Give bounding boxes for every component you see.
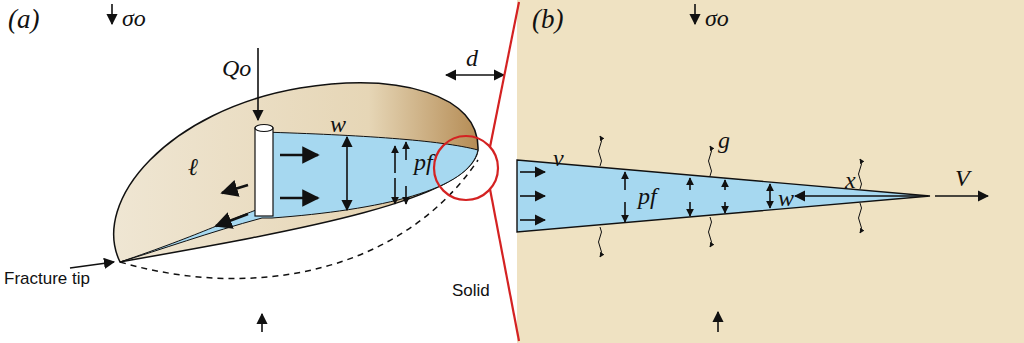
load-arrows xyxy=(111,4,113,24)
flow-arrows xyxy=(280,154,318,157)
zoom-callout xyxy=(434,2,519,341)
solid-label: Solid xyxy=(452,282,490,299)
length-label: ℓ xyxy=(188,155,198,179)
leak-off-arrows xyxy=(709,217,712,247)
tip-arrows xyxy=(624,172,626,190)
tip-arrows xyxy=(935,195,988,197)
flow-arrows xyxy=(216,155,318,226)
fracture-disk xyxy=(114,83,478,262)
load-arrows xyxy=(405,142,407,160)
load-arrows xyxy=(70,4,504,332)
load-arrows xyxy=(261,314,263,332)
flow-arrows xyxy=(280,197,318,200)
distance-label: x xyxy=(845,168,856,192)
tip-arrows xyxy=(724,202,726,213)
tip-arrows xyxy=(520,4,988,332)
leak-off-label: g xyxy=(718,128,730,152)
load-arrows xyxy=(394,146,396,173)
panel-label: (a) xyxy=(8,6,39,33)
stress-label: σo xyxy=(705,6,729,30)
tip-arrows xyxy=(520,171,545,173)
tip-label: Fracture tip xyxy=(4,270,90,287)
width-label: w xyxy=(330,112,346,136)
pressure-label: pf xyxy=(414,150,433,174)
tip-arrows xyxy=(724,180,726,190)
solid-ground xyxy=(517,0,1024,343)
tip-arrows xyxy=(795,195,925,197)
flow-arrows xyxy=(222,185,248,193)
wellbore xyxy=(255,128,273,216)
tip-arrows xyxy=(689,202,691,216)
leak-off-arrows xyxy=(599,136,602,166)
load-arrows xyxy=(446,74,504,76)
width-label: w xyxy=(778,186,794,210)
fracture-tip-wedge xyxy=(517,160,930,232)
wellbore xyxy=(255,125,273,217)
load-arrows xyxy=(394,178,396,204)
tip-arrows xyxy=(520,195,545,197)
leak-off-arrows xyxy=(859,159,862,189)
distance-label: d xyxy=(466,46,478,70)
fracture-tip-wedge xyxy=(517,160,930,232)
tip-arrows xyxy=(520,219,545,221)
leak-off-arrows xyxy=(599,136,862,257)
load-arrows xyxy=(70,262,114,268)
velocity-label: v xyxy=(553,146,564,170)
load-arrows xyxy=(405,186,407,204)
flow-arrows xyxy=(216,214,248,226)
tip-arrows xyxy=(689,178,691,190)
fracture-disk xyxy=(120,132,478,262)
load-arrows xyxy=(346,137,348,210)
tip-arrows xyxy=(624,202,626,222)
tip-arrows xyxy=(769,184,771,208)
pressure-label: pf xyxy=(638,184,657,208)
zoom-callout xyxy=(490,2,519,147)
fracture-disk xyxy=(120,160,478,279)
leak-off-arrows xyxy=(859,203,862,233)
panel-label: (b) xyxy=(532,6,563,33)
leak-off-arrows xyxy=(599,227,602,257)
solid-ground xyxy=(517,0,1024,343)
stress-label: σo xyxy=(122,6,146,30)
speed-label: V xyxy=(955,166,970,190)
load-arrows xyxy=(257,48,259,120)
zoom-callout xyxy=(434,136,498,200)
fracture-disk xyxy=(114,83,478,278)
zoom-callout xyxy=(490,189,519,341)
flow-rate-label: Qo xyxy=(222,56,251,80)
tip-arrows xyxy=(694,4,696,24)
wellbore xyxy=(255,125,273,132)
leak-off-arrows xyxy=(709,146,712,176)
tip-arrows xyxy=(717,312,719,332)
